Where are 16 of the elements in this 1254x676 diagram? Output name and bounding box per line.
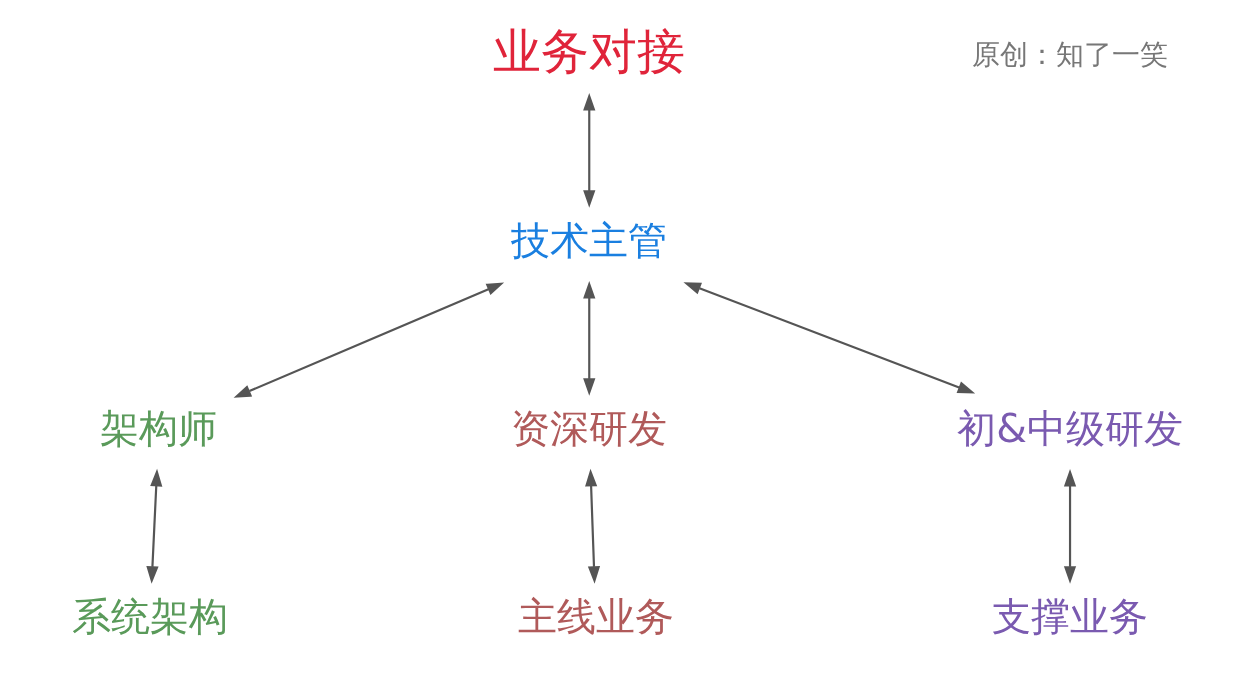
- node-text: 主线业务: [517, 592, 674, 639]
- arrow: [582, 280, 595, 396]
- arrow: [582, 93, 595, 208]
- node-text: 业务对接: [492, 23, 685, 80]
- node-text: 技术主管: [510, 216, 667, 263]
- label: 原创：知了一笑: [971, 37, 1168, 71]
- arrow: [584, 468, 600, 584]
- node-text: 初&中级研发: [956, 404, 1183, 451]
- arrow: [145, 468, 162, 584]
- arrow: [233, 282, 504, 398]
- arrow: [1063, 468, 1076, 584]
- node-text: 架构师: [99, 404, 217, 451]
- node-text: 资深研发: [510, 404, 667, 451]
- node-text: 支撑业务: [991, 592, 1148, 639]
- arrow: [682, 282, 975, 394]
- node-text: 系统架构: [71, 592, 228, 639]
